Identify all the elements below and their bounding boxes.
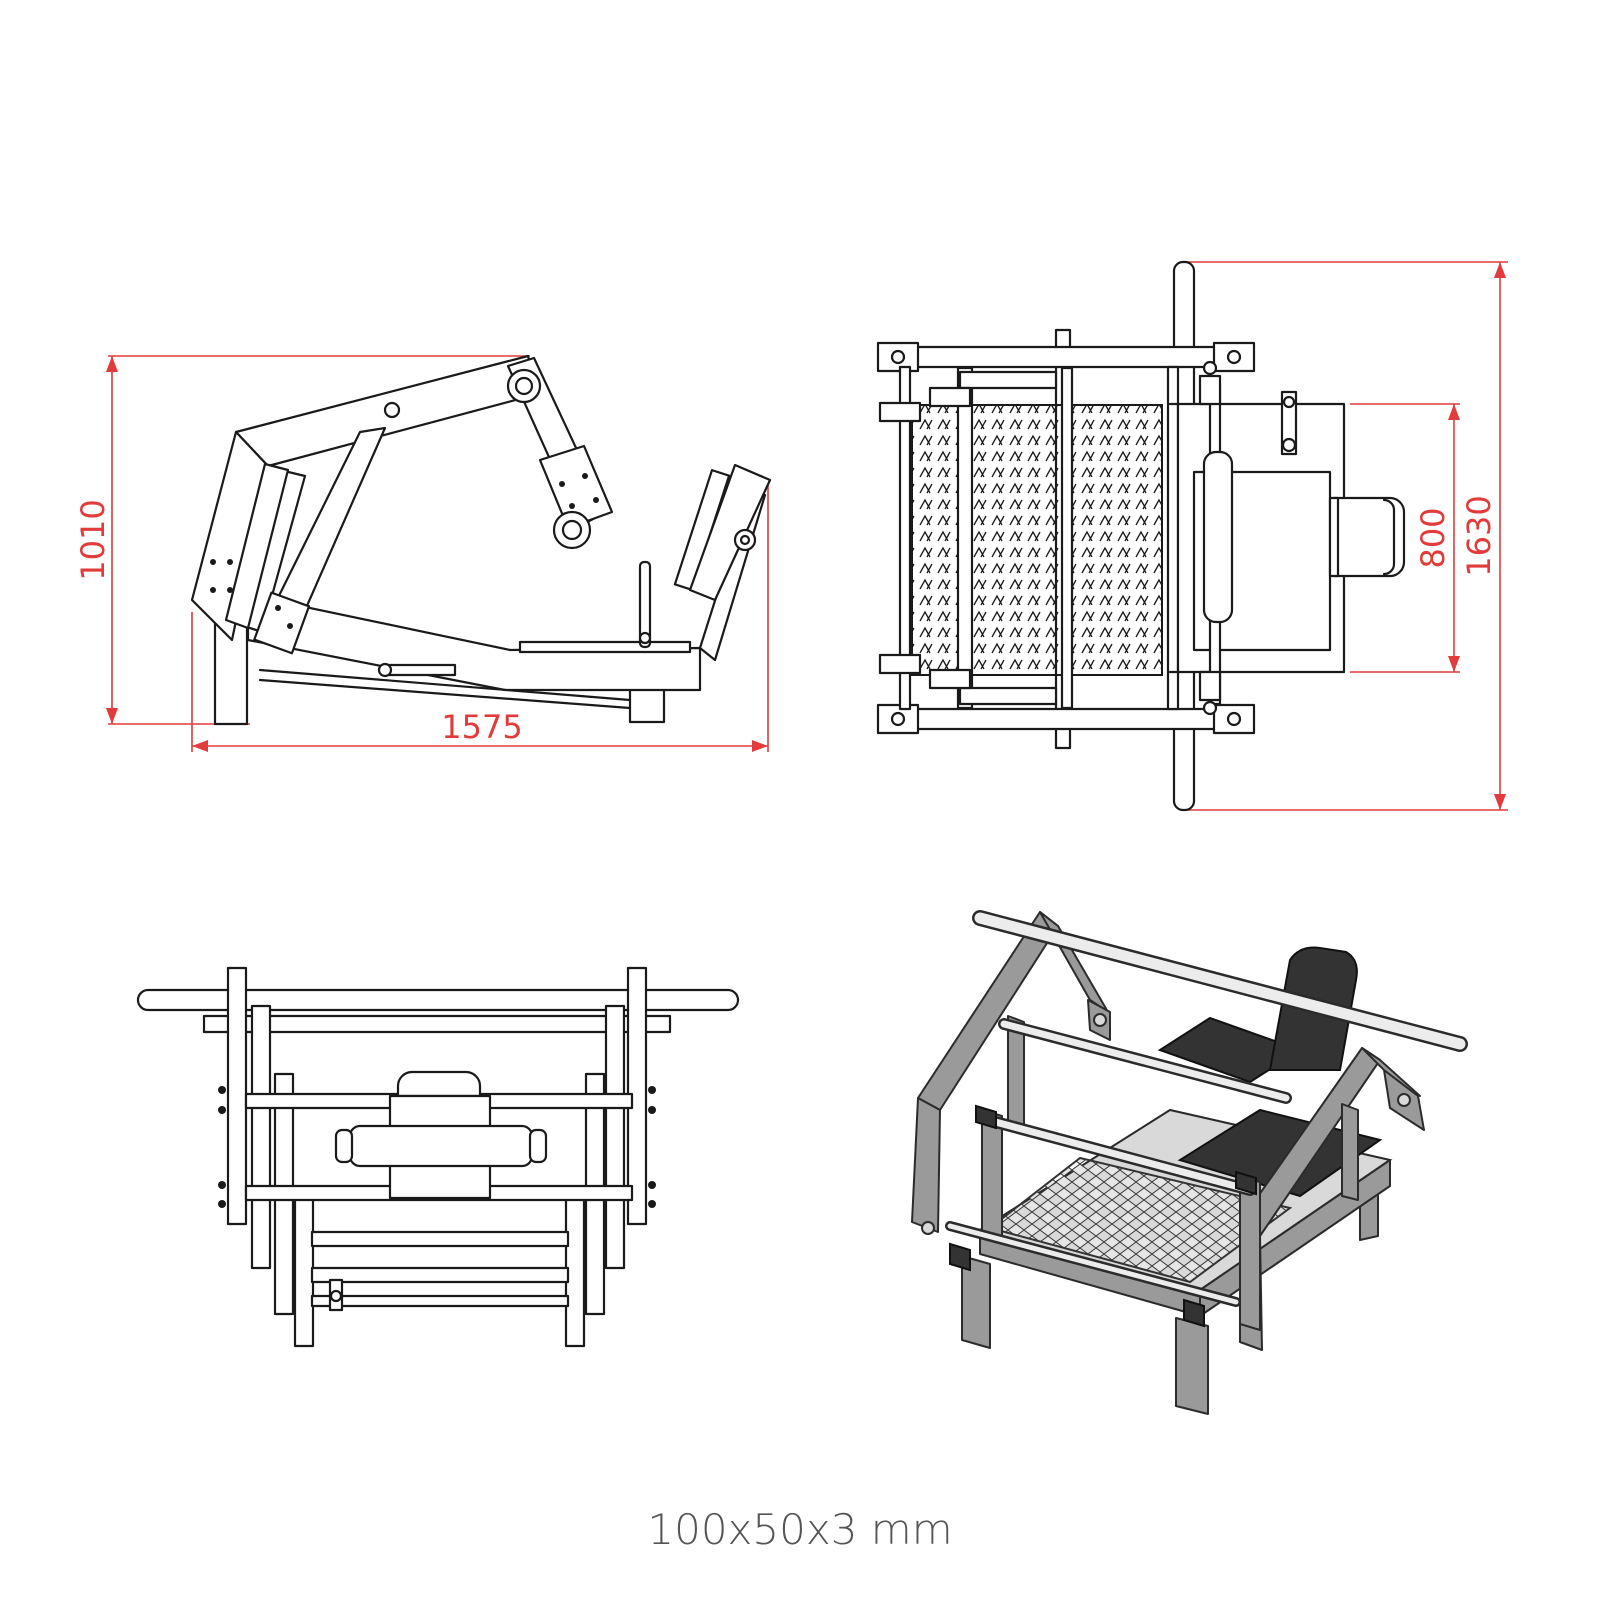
isometric-view (911, 910, 1468, 1415)
dimension-seat-width: 800 (1350, 403, 1460, 673)
caption-tube-size: 100x50x3 mm (647, 1505, 953, 1554)
dimension-label-1010: 1010 (74, 499, 112, 580)
dimension-length: 1575 (191, 478, 769, 752)
side-view: 1010 1575 (74, 354, 772, 752)
dimension-label-1630: 1630 (1460, 495, 1498, 576)
front-view (136, 966, 740, 1348)
dimension-overall-width: 1630 (1180, 261, 1508, 811)
dimension-label-800: 800 (1414, 507, 1452, 568)
top-view: 1630 800 (876, 260, 1508, 812)
dimension-height: 1010 (74, 355, 530, 725)
dimension-label-1575: 1575 (441, 708, 522, 746)
